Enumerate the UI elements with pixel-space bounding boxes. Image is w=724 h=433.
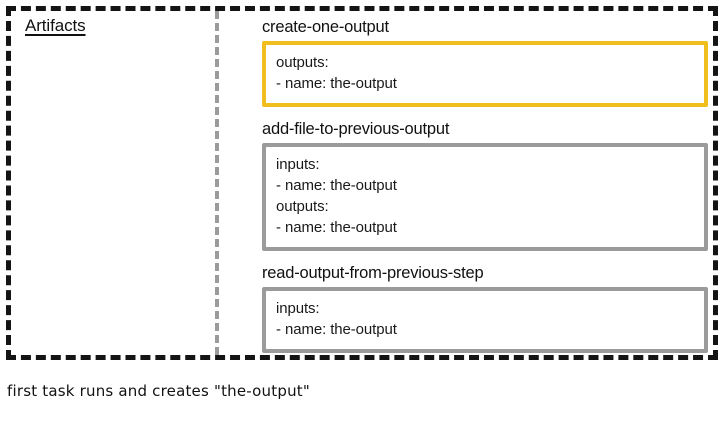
step-spec-box: inputs: - name: the-output outputs: - na… (262, 143, 708, 251)
step-block-add-file-to-previous-output: add-file-to-previous-output inputs: - na… (262, 119, 708, 251)
step-block-create-one-output: create-one-output outputs: - name: the-o… (262, 17, 708, 107)
spec-line: - name: the-output (276, 219, 397, 236)
column-divider (215, 11, 219, 355)
spec-line: inputs: (276, 156, 320, 173)
step-spec-box: outputs: - name: the-output (262, 41, 708, 107)
step-block-read-output-from-previous-step: read-output-from-previous-step inputs: -… (262, 263, 708, 353)
spec-line: - name: the-output (276, 321, 397, 338)
step-title: read-output-from-previous-step (262, 264, 484, 282)
steps-column: create-one-output outputs: - name: the-o… (262, 17, 708, 365)
spec-line: - name: the-output (276, 75, 397, 92)
artifacts-panel-title: Artifacts (25, 16, 86, 35)
spec-line: - name: the-output (276, 177, 397, 194)
diagram-caption: first task runs and creates "the-output" (7, 382, 310, 400)
step-spec-box: inputs: - name: the-output (262, 287, 708, 353)
spec-line: inputs: (276, 300, 320, 317)
spec-line: outputs: (276, 54, 329, 71)
step-title: create-one-output (262, 18, 389, 36)
spec-line: outputs: (276, 198, 329, 215)
artifacts-panel: Artifacts create-one-output outputs: - n… (6, 6, 718, 360)
step-title: add-file-to-previous-output (262, 120, 450, 138)
